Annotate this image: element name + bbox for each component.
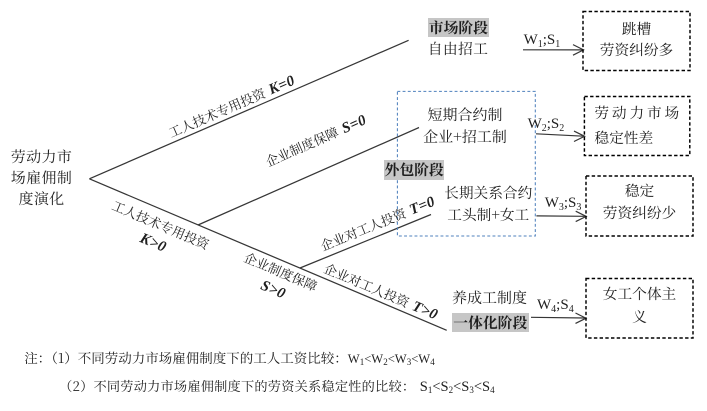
root-label-line2: 场雇佣制 <box>10 166 73 188</box>
outcome-box-4-line2: 义 <box>632 306 647 328</box>
outcome-box-3-line2: 劳资纠纷少 <box>602 202 677 224</box>
stage-tag-market: 市场阶段 <box>427 16 489 38</box>
outcome-box-4-line1: 女工个体主 <box>602 283 677 305</box>
note-1-formula: W1<W2<W3<W4 <box>347 351 435 367</box>
outcome-box-job-hopping: 跳槽 劳资纠纷多 <box>583 18 690 61</box>
node-free-recruitment: 自由招工 <box>427 37 489 59</box>
node-long-contract-line2: 工头制+女工 <box>447 204 530 226</box>
node-long-contract-line1: 长期关系合约 <box>444 182 533 204</box>
note-line-2: （2）不同劳动力市场雇佣制度下的劳资关系稳定性的比较：S1<S2<S3<S4 <box>59 377 495 396</box>
outcome-box-1-border <box>582 10 691 72</box>
node-apprentice-system: 养成工制度 <box>452 286 528 308</box>
outcome-box-individualism: 女工个体主 义 <box>586 283 693 329</box>
node-short-contract-line1: 短期合约制 <box>427 104 503 125</box>
note-2-formula: S1<S2<S3<S4 <box>419 379 495 396</box>
arrow-2-line <box>535 133 584 137</box>
branch-line-k0 <box>89 39 409 180</box>
outsourcing-group-box-border <box>396 90 536 237</box>
trunk-line <box>89 178 447 331</box>
node-short-contract: 短期合约制 企业+招工制 <box>423 104 507 148</box>
node-short-contract-line2: 企业+招工制 <box>423 126 507 147</box>
arrow-1-label: W1;S1 <box>523 32 561 50</box>
note-1-text: 注：（1）不同劳动力市场雇佣制度下的工人工资比较： <box>24 346 348 367</box>
arrow-2-label: W2;S2 <box>527 116 565 134</box>
outcome-box-2-border <box>583 95 691 157</box>
branch-line-s0 <box>197 126 420 226</box>
arrow-3-label: W3;S3 <box>544 195 582 213</box>
note-2-text: （2）不同劳动力市场雇佣制度下的劳资关系稳定性的比较： <box>59 376 416 396</box>
stage-tag-outsourcing: 外包阶段 <box>384 158 445 180</box>
outcome-box-3-line1: 稳定 <box>624 179 655 201</box>
arrow-4-label: W4;S4 <box>537 296 574 315</box>
arrow-4-line <box>530 316 586 319</box>
outcome-box-1-line2: 劳资纠纷多 <box>599 39 674 61</box>
branch-line-t0 <box>299 213 432 269</box>
arrow-2-head-icon <box>573 130 586 143</box>
outcome-box-stable: 稳定 劳资纠纷少 <box>586 180 693 226</box>
root-label: 劳动力市 场雇佣制 度演化 <box>10 146 73 210</box>
root-label-line3: 度演化 <box>18 188 65 210</box>
root-label-line1: 劳动力市 <box>10 145 73 167</box>
outcome-box-3-border <box>585 175 694 237</box>
outcome-box-1-line1: 跳槽 <box>621 17 652 39</box>
outcome-box-2-line2: 稳定性差 <box>594 126 654 148</box>
stage-tag-integration: 一体化阶段 <box>451 311 529 333</box>
outcome-box-2-line1: 劳动力市场 <box>594 102 683 124</box>
note-line-1: 注：（1）不同劳动力市场雇佣制度下的工人工资比较：W1<W2<W3<W4 <box>24 348 435 368</box>
outcome-box-4-border <box>585 277 694 339</box>
outcome-box-unstable-market: 劳动力市场 稳定性差 <box>584 101 689 150</box>
node-long-contract: 长期关系合约 工头制+女工 <box>441 182 536 225</box>
